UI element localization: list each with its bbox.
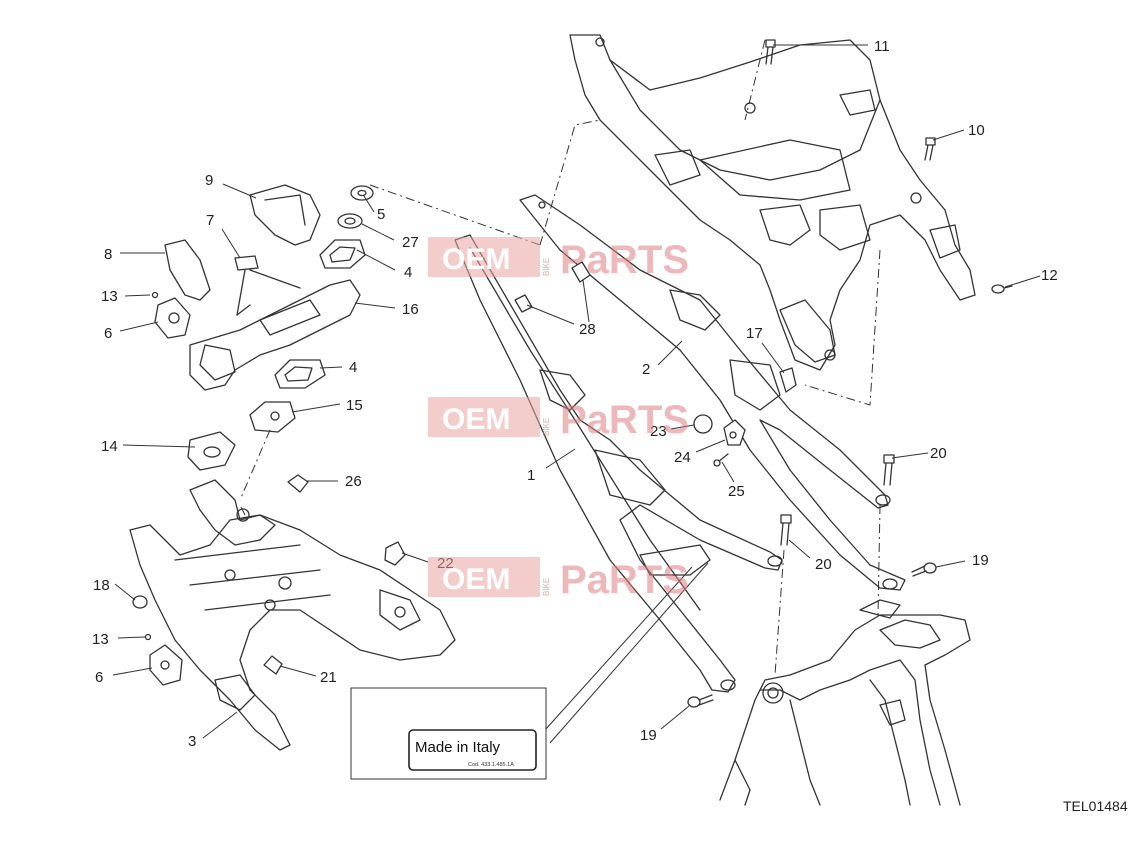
watermark-bike: BIKE [542, 578, 551, 596]
callout-10: 10 [968, 122, 985, 139]
callout-19-right: 19 [972, 552, 989, 569]
assembly-lines [239, 39, 881, 676]
part-27-washer [337, 213, 363, 229]
made-in-italy-sticker [408, 729, 537, 771]
watermark-oem: OEM [442, 563, 510, 596]
watermark-oem: OEM [442, 243, 510, 276]
callout-6-lower: 6 [95, 669, 103, 686]
made-in-italy-text: Made in Italy [415, 739, 501, 756]
callout-6-upper: 6 [104, 325, 112, 342]
part-6-grommet-upper [154, 297, 191, 339]
watermark-middle: OEM BIKE PaRTS [428, 397, 689, 442]
part-4-rubber-upper [319, 239, 366, 269]
part-18-plug [132, 595, 148, 609]
callout-13-upper: 13 [101, 288, 118, 305]
diagram-reference-code: TEL01484 [1063, 798, 1128, 814]
part-20-bolt-b [780, 514, 792, 546]
callout-24: 24 [674, 449, 691, 466]
callout-27: 27 [402, 234, 419, 251]
part-4-rubber-lower [274, 359, 326, 389]
callout-8: 8 [104, 246, 112, 263]
part-6-grommet-lower [149, 644, 183, 686]
part-28-clip-a [571, 261, 591, 283]
watermark-bottom: OEM BIKE PaRTS [428, 557, 689, 602]
part-19-bolt-b [687, 694, 714, 708]
callout-12: 12 [1041, 267, 1058, 284]
callout-2: 2 [642, 361, 650, 378]
callout-13-lower: 13 [92, 631, 109, 648]
watermark-parts: PaRTS [560, 238, 689, 282]
label-code-text: Cod. 433.1.485.1A [468, 762, 514, 768]
callout-28: 28 [579, 321, 596, 338]
main-frame-rear [719, 599, 971, 806]
part-5-washer [350, 185, 374, 201]
callout-16: 16 [402, 301, 419, 318]
part-26-clip [287, 474, 309, 493]
callout-4-lower: 4 [349, 359, 357, 376]
watermark-bike: BIKE [542, 258, 551, 276]
callout-3: 3 [188, 733, 196, 750]
part-13-screw-lower [144, 633, 152, 641]
watermark-parts: PaRTS [560, 558, 689, 602]
part-16-support [189, 279, 361, 391]
callout-25: 25 [728, 483, 745, 500]
watermark-parts: PaRTS [560, 398, 689, 442]
part-3-rear-mudguard [129, 479, 456, 751]
callout-19-lower: 19 [640, 727, 657, 744]
upper-rear-subframe [569, 34, 976, 371]
callout-1: 1 [527, 467, 535, 484]
part-21-rubber [263, 655, 283, 675]
callout-15: 15 [346, 397, 363, 414]
part-1-rear-frame-left [454, 234, 783, 693]
callout-11: 11 [874, 38, 890, 55]
part-22-rubber [384, 541, 406, 566]
watermark-bike: BIKE [542, 418, 551, 436]
callout-26: 26 [345, 473, 362, 490]
part-15-pad [249, 401, 296, 433]
leader-lines [112, 44, 1041, 744]
part-20-bolt-a [883, 454, 895, 486]
callout-14: 14 [101, 438, 118, 455]
callout-4-upper: 4 [404, 264, 412, 281]
part-12-screw [991, 284, 1013, 294]
watermark-top: OEM BIKE PaRTS [428, 237, 689, 282]
part-23-cap [693, 414, 713, 434]
watermark-oem: OEM [442, 403, 510, 436]
part-25-screw [713, 453, 729, 467]
callout-7: 7 [206, 212, 214, 229]
callout-17: 17 [746, 325, 763, 342]
part-11-screw [765, 39, 776, 65]
part-14-pad [187, 431, 236, 471]
part-19-bolt-a [911, 562, 937, 577]
callout-23: 23 [650, 423, 667, 440]
callout-numbers: 11 10 12 9 7 8 13 6 5 27 4 16 4 15 14 26… [92, 38, 1058, 750]
label-inset: Made in Italy Cod. 433.1.485.1A [350, 687, 547, 780]
part-24-bracket [723, 419, 746, 446]
part-17-clip [779, 367, 797, 393]
part-13-screw-upper [151, 291, 159, 299]
part-10-screw [924, 137, 936, 161]
callout-20-upper: 20 [930, 445, 947, 462]
part-9-cover [249, 184, 321, 246]
callout-20-lower: 20 [815, 556, 832, 573]
part-7-strap [234, 255, 301, 316]
callout-21: 21 [320, 669, 337, 686]
part-28-clip-b [514, 294, 533, 313]
callout-9: 9 [205, 172, 213, 189]
part-8-bracket [164, 239, 211, 301]
callout-5: 5 [377, 206, 385, 223]
callout-18: 18 [93, 577, 110, 594]
